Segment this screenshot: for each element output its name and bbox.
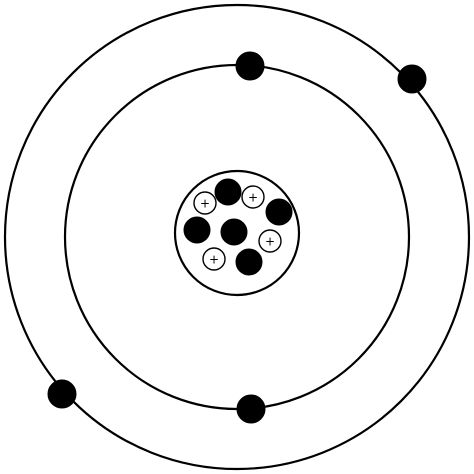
neutron (214, 178, 242, 206)
inner-shell-electron (236, 394, 266, 424)
proton-plus-sign: + (248, 191, 258, 205)
proton-plus-sign: + (209, 253, 219, 267)
proton (241, 185, 265, 209)
proton-plus-sign: + (200, 197, 210, 211)
neutron (183, 216, 211, 244)
particles-layer: + + + + (47, 51, 427, 424)
proton-plus-sign: + (265, 235, 275, 249)
outer-shell-electron (397, 64, 427, 94)
proton (258, 229, 282, 253)
neutron (235, 248, 263, 276)
outer-shell-orbit (3, 3, 471, 471)
proton (193, 191, 217, 215)
neutron (220, 218, 248, 246)
outer-shell-electron (47, 379, 77, 409)
inner-shell-electron (235, 51, 265, 81)
neutron (265, 198, 293, 226)
proton (202, 247, 226, 271)
